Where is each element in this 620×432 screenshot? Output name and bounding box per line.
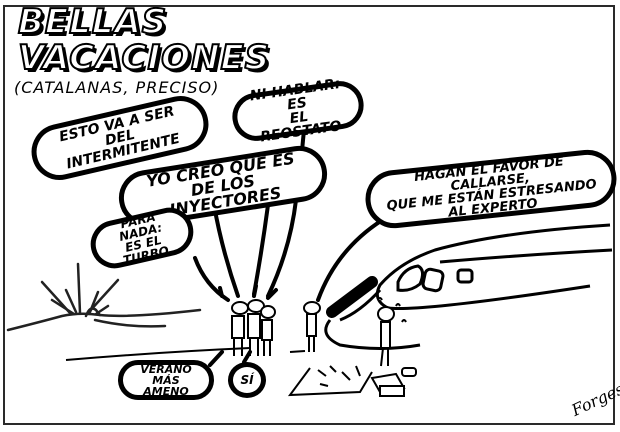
tools-on-cloth — [287, 365, 373, 397]
horizon-line — [65, 347, 251, 361]
comic-title-line2: VACACIONES — [17, 37, 271, 79]
sunset-icon — [6, 262, 202, 332]
toolbox-icon — [370, 372, 406, 397]
speech-bubble-verano: VERANO MÁS AMENO — [118, 360, 214, 400]
hose-icon — [326, 276, 378, 318]
onlooker-figure — [303, 301, 321, 352]
tourist-group — [231, 299, 276, 356]
comic-title-line1: BELLAS — [17, 1, 168, 43]
expert-figure — [377, 297, 407, 367]
airplane-icon — [339, 223, 613, 322]
speech-bubble-si: SÍ — [228, 362, 266, 398]
comic-subtitle: (CATALANAS, PRECISO) — [14, 78, 220, 97]
spray-can-icon — [401, 367, 417, 377]
runway-dash — [289, 350, 306, 353]
